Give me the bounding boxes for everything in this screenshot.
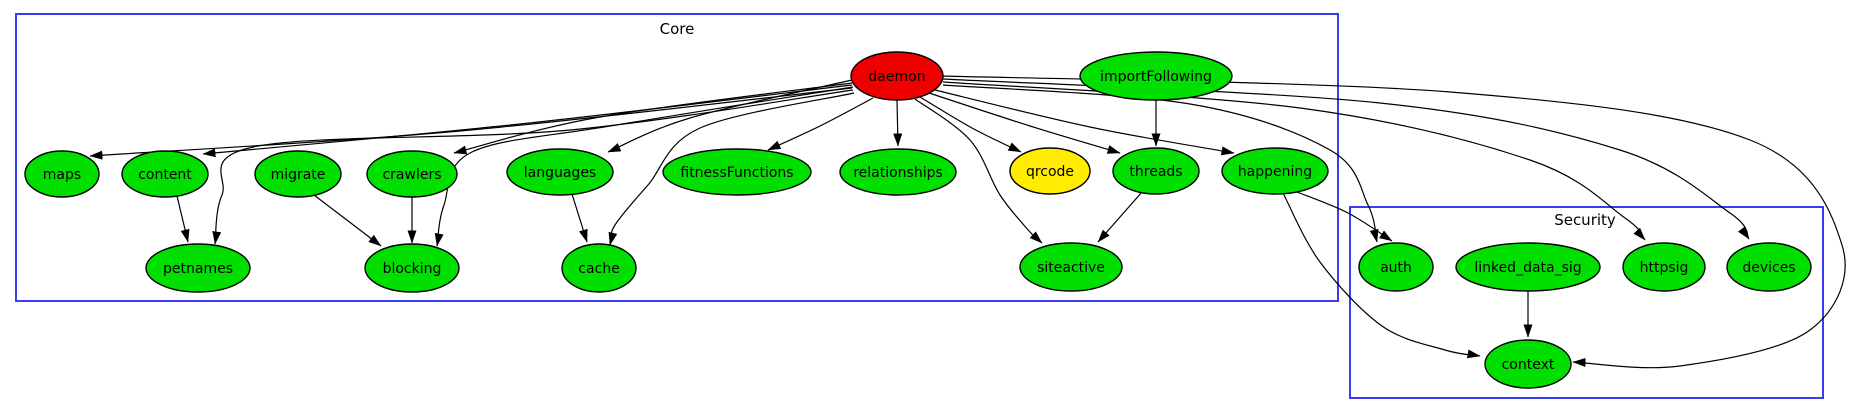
node-maps-label: maps xyxy=(43,167,81,183)
edge-daemon-to-qrcode xyxy=(919,96,1022,153)
edge-daemon-to-relationships xyxy=(893,99,903,147)
edge-daemon-to-maps xyxy=(89,87,853,160)
node-context-label: context xyxy=(1502,357,1555,373)
node-languages-ellipse xyxy=(506,148,614,196)
node-fitnessFunctions: fitnessFunctions xyxy=(662,148,812,196)
edge-happening-to-auth xyxy=(1296,191,1393,242)
node-linked_data_sig: linked_data_sig xyxy=(1455,242,1601,292)
edge-daemon-to-siteactive xyxy=(914,98,1043,244)
edge-daemon-to-threads xyxy=(928,92,1121,154)
edge-daemon-to-crawlers xyxy=(453,82,853,155)
node-languages-label: languages xyxy=(524,165,596,181)
edge-languages-to-cache xyxy=(571,193,588,243)
nodes-layer: daemon importFollowing maps content migrate c… xyxy=(24,51,1812,389)
cluster-core-label: Core xyxy=(660,20,695,38)
node-auth-ellipse xyxy=(1358,242,1434,292)
node-devices: devices xyxy=(1726,242,1812,292)
node-siteactive-label: siteactive xyxy=(1037,260,1105,276)
node-happening: happening xyxy=(1221,147,1329,195)
node-cache-ellipse xyxy=(561,243,637,293)
node-siteactive-ellipse xyxy=(1019,242,1123,292)
node-crawlers-ellipse xyxy=(366,150,458,198)
edge-daemon-to-happening xyxy=(934,89,1235,156)
node-relationships-label: relationships xyxy=(853,165,943,181)
node-petnames: petnames xyxy=(145,243,251,293)
node-maps: maps xyxy=(24,150,100,198)
node-happening-label: happening xyxy=(1238,164,1312,180)
node-context-ellipse xyxy=(1484,339,1572,389)
cluster-security-label: Security xyxy=(1554,211,1616,229)
node-daemon-label: daemon xyxy=(868,69,925,85)
node-blocking-label: blocking xyxy=(383,261,442,277)
node-cache-label: cache xyxy=(578,261,619,277)
edge-content-to-petnames xyxy=(176,195,190,243)
node-siteactive: siteactive xyxy=(1019,242,1123,292)
edges-layer xyxy=(89,75,1846,369)
node-devices-label: devices xyxy=(1742,260,1795,276)
node-daemon: daemon xyxy=(850,51,944,101)
node-happening-ellipse xyxy=(1221,147,1329,195)
edge-daemon-to-fitnessFunctions xyxy=(767,97,874,151)
node-fitnessFunctions-ellipse xyxy=(662,148,812,196)
node-blocking: blocking xyxy=(364,243,460,293)
node-httpsig-label: httpsig xyxy=(1640,260,1689,276)
node-cache: cache xyxy=(561,243,637,293)
node-petnames-ellipse xyxy=(145,243,251,293)
edge-daemon-to-context xyxy=(942,75,1846,369)
node-importFollowing-label: importFollowing xyxy=(1100,69,1212,85)
edge-happening-to-context xyxy=(1282,192,1481,359)
edge-daemon-to-languages xyxy=(607,79,853,153)
node-threads-label: threads xyxy=(1129,164,1182,180)
node-auth: auth xyxy=(1358,242,1434,292)
node-migrate-label: migrate xyxy=(271,167,326,183)
edge-threads-to-siteactive xyxy=(1097,191,1143,243)
node-linked_data_sig-ellipse xyxy=(1455,242,1601,292)
node-linked_data_sig-label: linked_data_sig xyxy=(1474,260,1581,276)
node-context: context xyxy=(1484,339,1572,389)
node-daemon-ellipse xyxy=(850,51,944,101)
node-threads: threads xyxy=(1112,147,1200,195)
node-fitnessFunctions-label: fitnessFunctions xyxy=(680,165,793,181)
node-relationships-ellipse xyxy=(839,148,957,196)
node-importFollowing: importFollowing xyxy=(1079,51,1233,101)
node-crawlers-label: crawlers xyxy=(382,167,441,183)
node-content: content xyxy=(121,150,209,198)
cluster-security-border xyxy=(1349,206,1824,399)
node-qrcode: qrcode xyxy=(1009,147,1091,195)
node-relationships: relationships xyxy=(839,148,957,196)
edge-migrate-to-blocking xyxy=(313,194,382,247)
node-httpsig: httpsig xyxy=(1622,242,1706,292)
node-qrcode-label: qrcode xyxy=(1026,164,1074,180)
node-blocking-ellipse xyxy=(364,243,460,293)
node-crawlers: crawlers xyxy=(366,150,458,198)
node-httpsig-ellipse xyxy=(1622,242,1706,292)
edge-daemon-to-content xyxy=(202,84,853,158)
edge-daemon-to-cache xyxy=(608,92,855,246)
node-migrate: migrate xyxy=(254,150,342,198)
cluster-core-border xyxy=(15,13,1339,302)
node-migrate-ellipse xyxy=(254,150,342,198)
edge-daemon-to-auth xyxy=(942,84,1379,243)
node-importFollowing-ellipse xyxy=(1079,51,1233,101)
node-petnames-label: petnames xyxy=(163,261,233,277)
node-maps-ellipse xyxy=(24,150,100,198)
node-devices-ellipse xyxy=(1726,242,1812,292)
node-content-ellipse xyxy=(121,150,209,198)
node-content-label: content xyxy=(138,167,192,183)
node-qrcode-ellipse xyxy=(1009,147,1091,195)
node-threads-ellipse xyxy=(1112,147,1200,195)
node-languages: languages xyxy=(506,148,614,196)
node-auth-label: auth xyxy=(1380,260,1412,276)
